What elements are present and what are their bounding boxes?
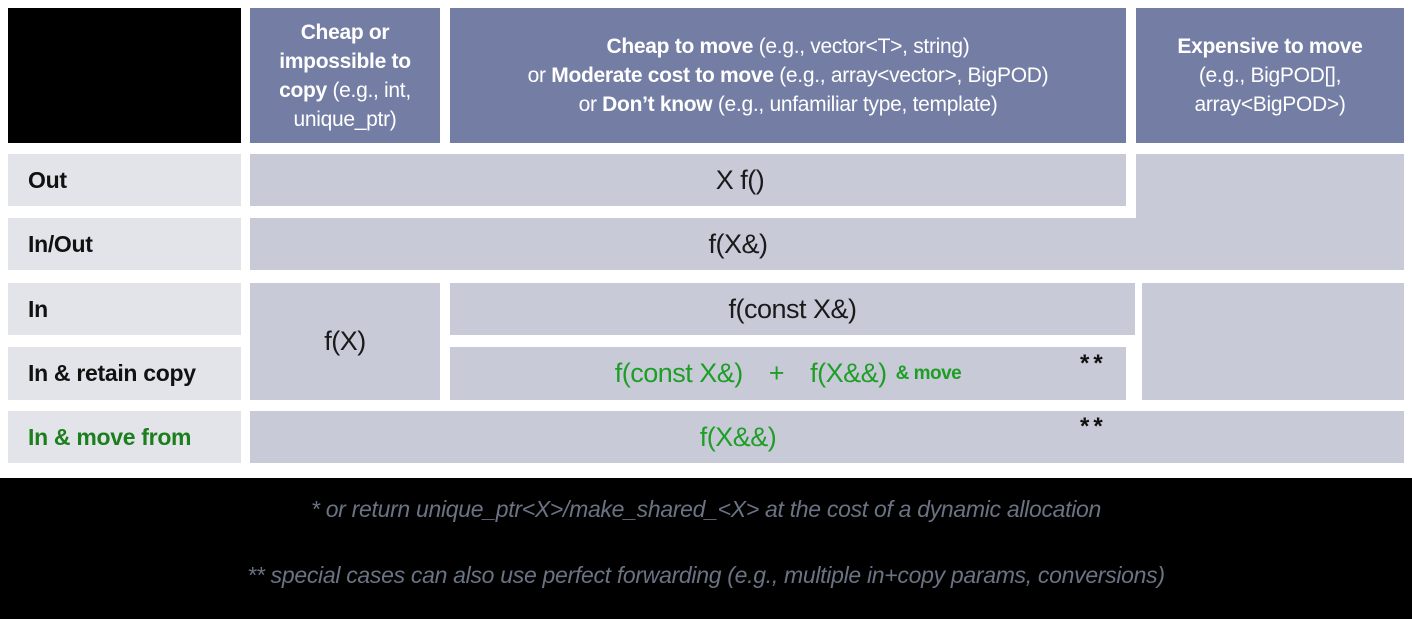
row-label-out: Out bbox=[8, 154, 241, 206]
cell-in-move-rvalue-ref: f(X&&) bbox=[250, 411, 1404, 463]
footnote-mark-in-move: ** bbox=[1080, 413, 1107, 440]
header-line: Cheap to move (e.g., vector<T>, string) bbox=[606, 35, 970, 58]
header-line: (e.g., BigPOD[], bbox=[1198, 64, 1342, 87]
header-line: or Don’t know (e.g., unfamiliar type, te… bbox=[578, 93, 998, 116]
row-label-in-move-from: In & move from bbox=[8, 411, 241, 463]
column-header-cheap-or-impossible-to-copy: Cheap or impossible to copy (e.g., int, … bbox=[250, 8, 440, 143]
column-header-cheap-to-move: Cheap to move (e.g., vector<T>, string) … bbox=[450, 8, 1126, 143]
code-rvalue-ref: f(X&&) bbox=[810, 358, 887, 388]
footnote-band: * or return unique_ptr<X>/make_shared_<X… bbox=[0, 478, 1412, 619]
footnote-mark-in-retain: ** bbox=[1080, 350, 1107, 377]
cell-in-const-reference: f(const X&) bbox=[450, 283, 1135, 335]
header-line: array<BigPOD>) bbox=[1194, 93, 1346, 116]
and-move-note: & move bbox=[895, 362, 962, 384]
plus-sign: + bbox=[768, 358, 785, 388]
row-label-in: In bbox=[8, 283, 241, 335]
row-label-in-retain-copy: In & retain copy bbox=[8, 347, 241, 400]
code-const-ref: f(const X&) bbox=[614, 358, 744, 388]
column-header-expensive-to-move: Expensive to move (e.g., BigPOD[], array… bbox=[1136, 8, 1404, 143]
row-label-in-out: In/Out bbox=[8, 218, 241, 270]
footnote-perfect-forwarding: ** special cases can also use perfect fo… bbox=[247, 562, 1165, 588]
cell-inout-reference: f(X&) bbox=[250, 218, 1404, 270]
cell-in-expensive-merged bbox=[1142, 283, 1404, 400]
corner-cell bbox=[8, 8, 241, 143]
header-text: Cheap or impossible to copy (e.g., int, … bbox=[279, 20, 411, 131]
header-line: Expensive to move bbox=[1177, 35, 1363, 58]
cell-in-retain-overloads: f(const X&) + f(X&&) & move bbox=[450, 347, 1126, 400]
header-line: or Moderate cost to move (e.g., array<ve… bbox=[527, 64, 1049, 87]
cell-out-return-by-value: X f() bbox=[250, 154, 1126, 206]
cell-in-pass-by-value-merged: f(X) bbox=[250, 283, 440, 400]
footnote-dynamic-allocation: * or return unique_ptr<X>/make_shared_<X… bbox=[310, 496, 1102, 522]
